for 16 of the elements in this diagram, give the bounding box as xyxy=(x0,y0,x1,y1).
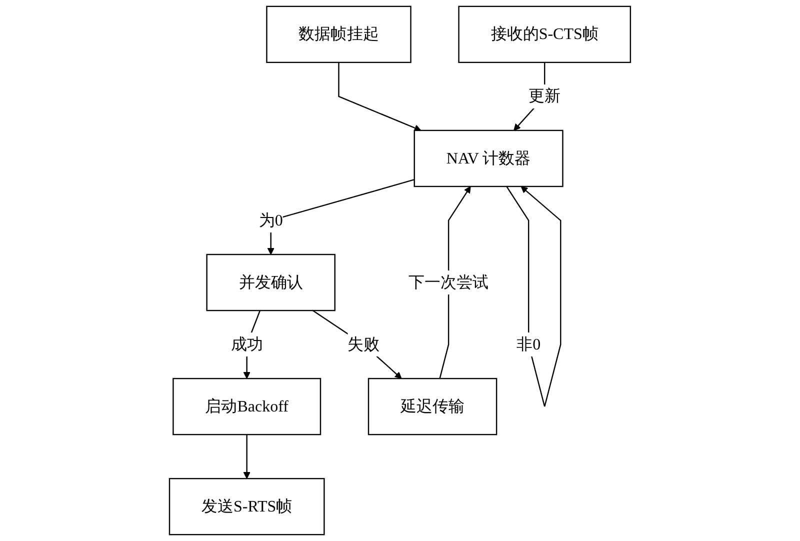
node-box: 发送S-RTS帧 xyxy=(168,478,325,536)
arrow xyxy=(312,310,402,379)
node-box: 启动Backoff xyxy=(172,378,322,436)
node-box: 接收的S-CTS帧 xyxy=(458,6,632,64)
arrow xyxy=(338,62,422,132)
arrow xyxy=(243,434,250,479)
edge-label: 成功 xyxy=(230,336,263,354)
edge-label: 为0 xyxy=(258,212,283,230)
node-box: 延迟传输 xyxy=(368,378,498,436)
edge-label: 非0 xyxy=(516,336,541,354)
node-box: 数据帧挂起 xyxy=(266,6,412,64)
edge-label: 更新 xyxy=(528,88,561,106)
node-box: NAV 计数器 xyxy=(414,130,564,188)
edge-label: 下一次尝试 xyxy=(408,274,489,292)
node-box: 并发确认 xyxy=(206,254,336,312)
edge-label: 失败 xyxy=(348,336,380,354)
